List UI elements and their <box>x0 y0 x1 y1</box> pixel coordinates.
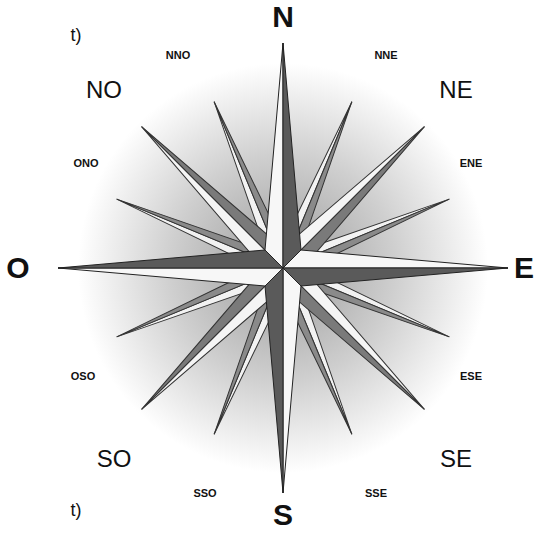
secondary-label: ONO <box>73 158 98 169</box>
secondary-label: ENE <box>460 158 483 169</box>
cardinal-label: N <box>272 2 294 32</box>
edge-fragment: t) <box>71 501 82 519</box>
cardinal-label: O <box>6 253 29 283</box>
secondary-label: SSE <box>365 488 387 499</box>
intercardinal-label: NE <box>439 78 472 102</box>
edge-fragment: t) <box>71 26 82 44</box>
intercardinal-label: SO <box>97 447 132 471</box>
secondary-label: SSO <box>193 488 216 499</box>
intercardinal-label: NO <box>86 78 122 102</box>
intercardinal-label: SE <box>440 447 472 471</box>
secondary-label: NNE <box>374 50 397 61</box>
cardinal-label: S <box>273 500 293 530</box>
secondary-label: OSO <box>71 371 95 382</box>
secondary-label: NNO <box>166 50 190 61</box>
secondary-label: ESE <box>460 371 482 382</box>
cardinal-label: E <box>514 253 534 283</box>
